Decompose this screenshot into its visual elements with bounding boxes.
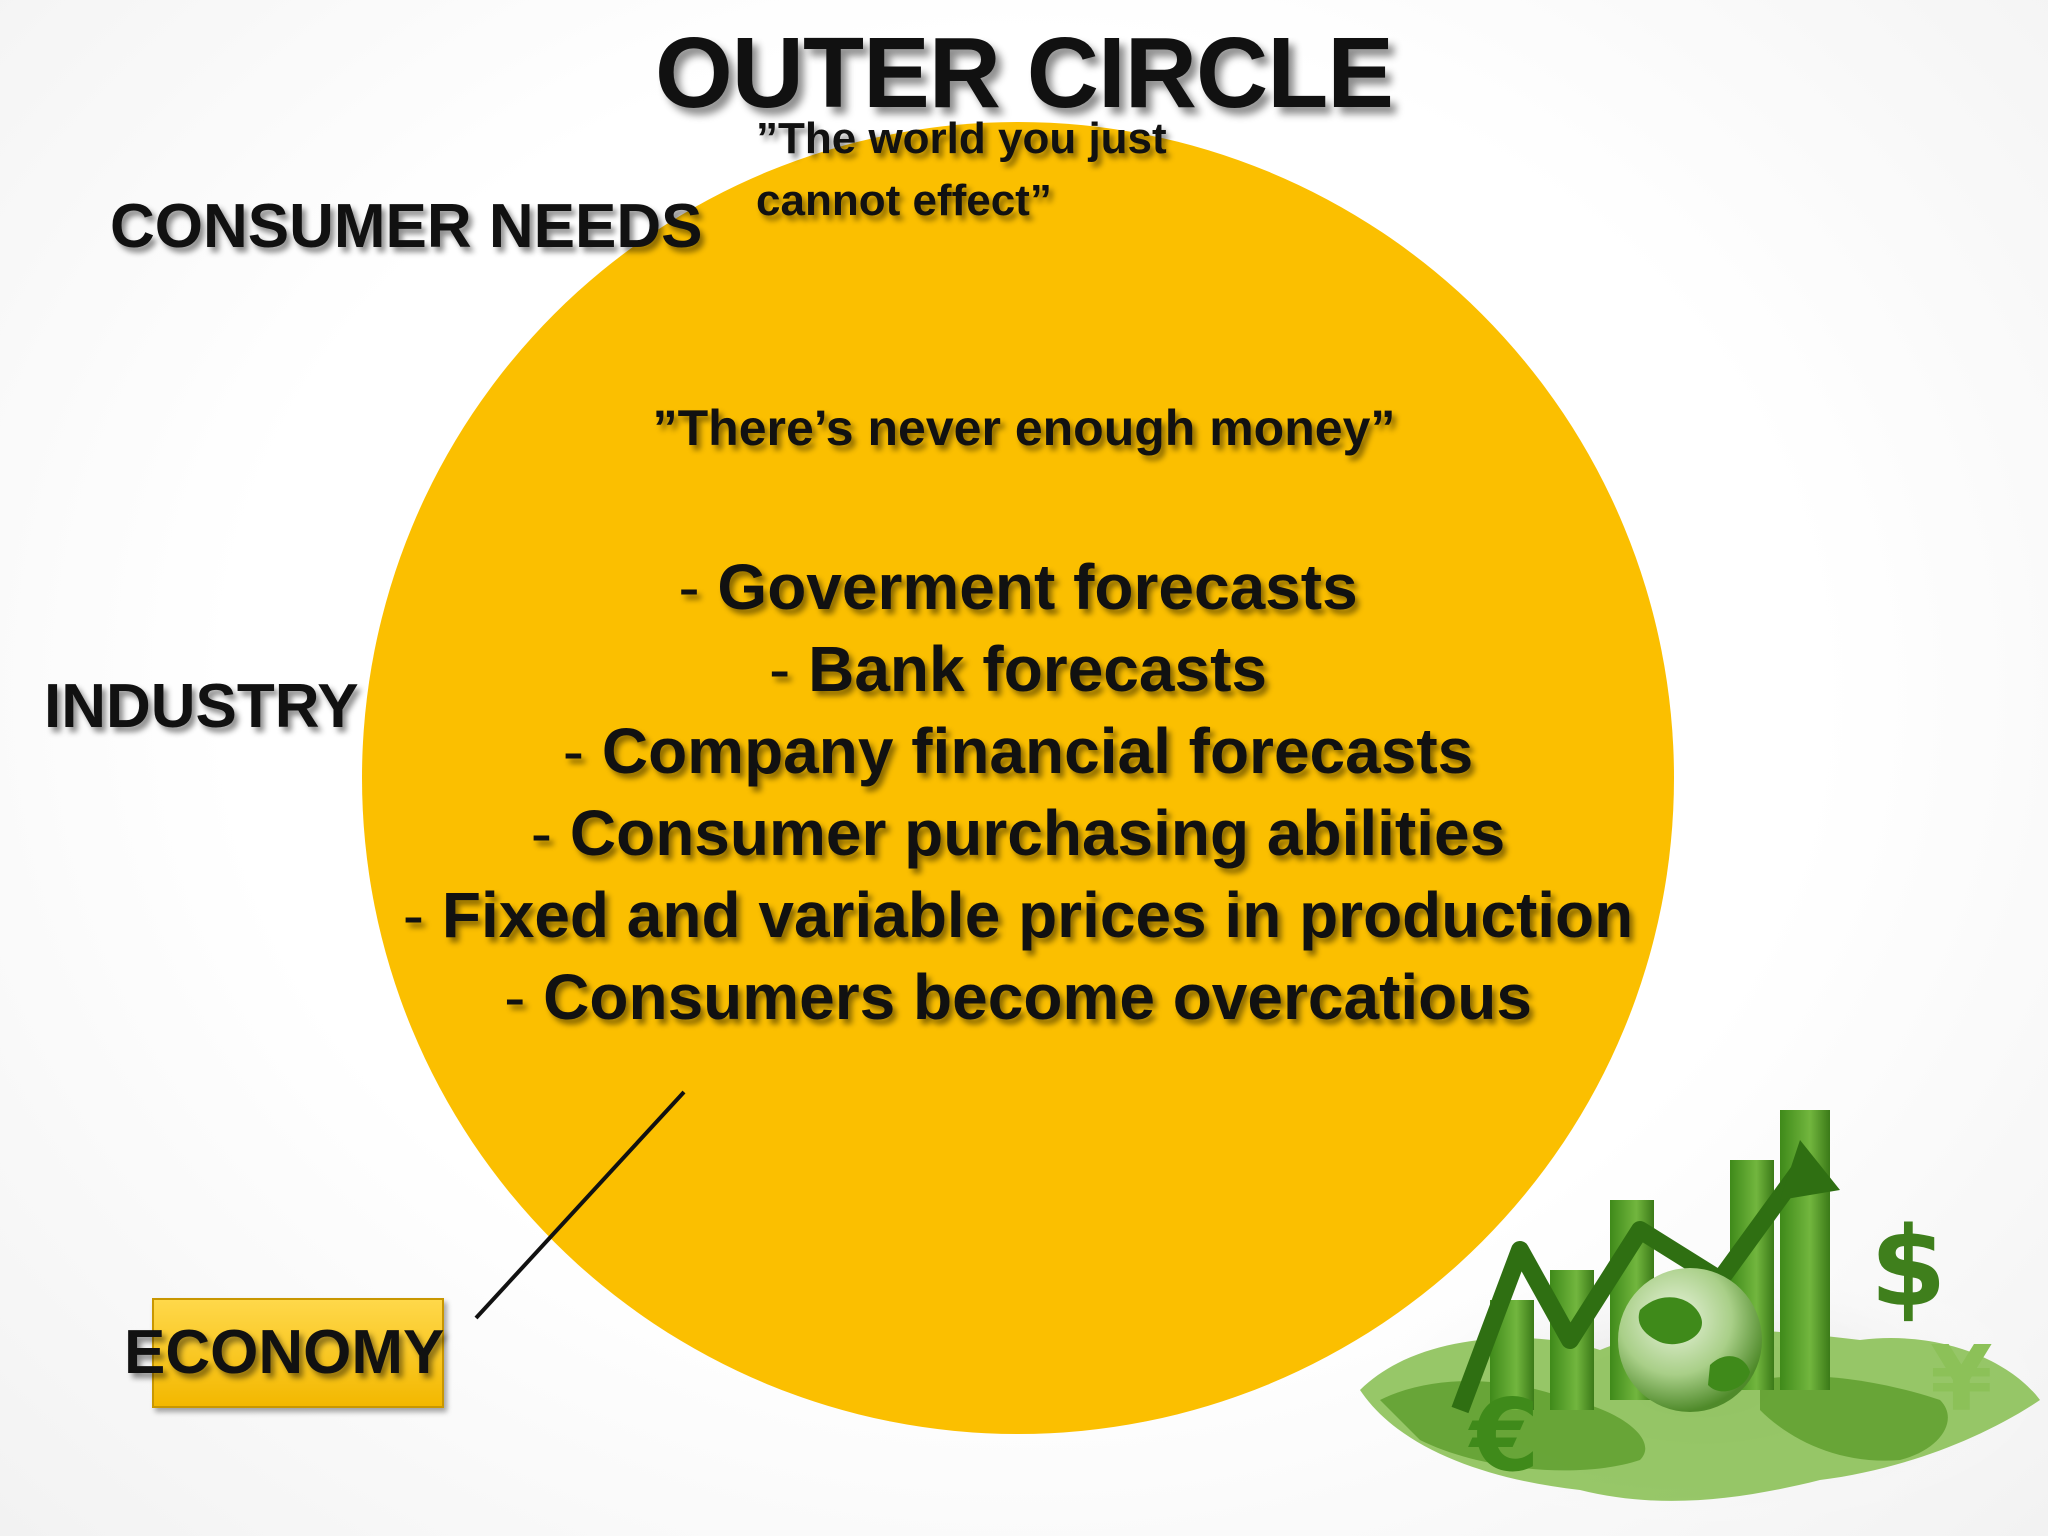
list-item: - Fixed and variable prices in productio… (402, 879, 1634, 951)
label-economy: ECONOMY (124, 1318, 445, 1387)
forecast-list: - Goverment forecasts - Bank forecasts -… (390, 546, 1646, 1038)
slide-title: OUTER CIRCLE (655, 17, 1394, 129)
svg-text:$: $ (1870, 1203, 1947, 1331)
svg-text:¥: ¥ (1930, 1327, 1993, 1432)
outer-circle (362, 122, 1674, 1434)
subtitle: ”The world you just cannot effect” (756, 108, 1167, 232)
label-industry: INDUSTRY (44, 672, 359, 741)
list-item: - Bank forecasts (769, 633, 1267, 705)
growth-chart-globe-currency-icon: $ € ¥ (1350, 1110, 2048, 1530)
economy-box (152, 1298, 444, 1408)
money-quote: ”There’s never enough money” (652, 400, 1396, 456)
list-item: - Goverment forecasts (678, 551, 1358, 623)
label-consumer-needs: CONSUMER NEEDS (110, 192, 703, 261)
subtitle-line-1: ”The world you just (756, 114, 1167, 163)
list-item: - Consumer purchasing abilities (530, 797, 1506, 869)
subtitle-line-2: cannot effect” (756, 176, 1052, 225)
list-item: - Company financial forecasts (562, 715, 1474, 787)
svg-text:€: € (1468, 1377, 1540, 1494)
list-item: - Consumers become overcatious (504, 961, 1532, 1033)
